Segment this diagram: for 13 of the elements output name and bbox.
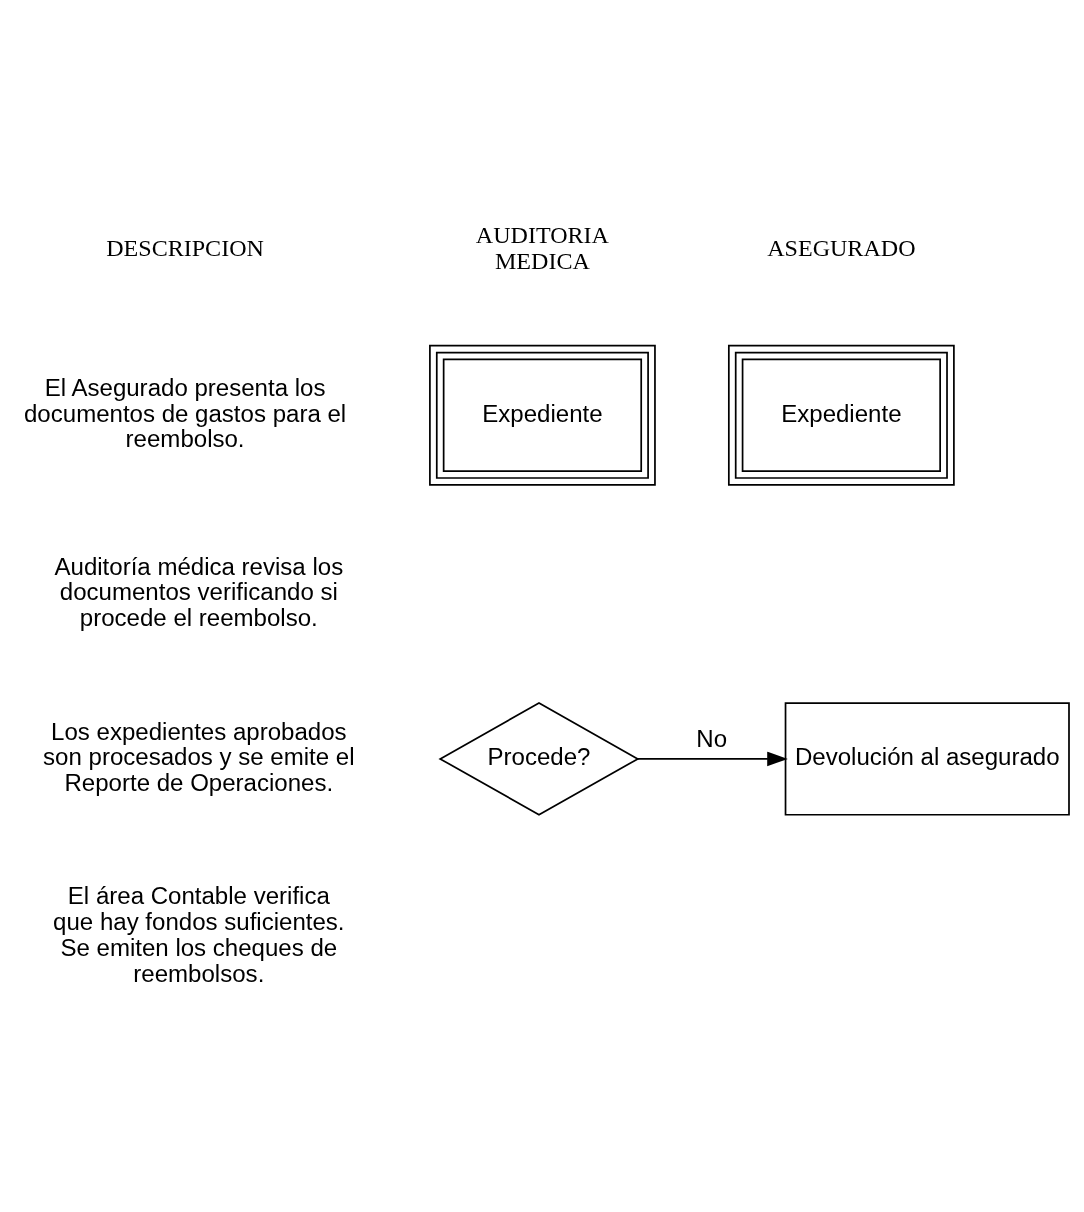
label: El Asegurado presenta los documentos de gastos para el reembolso.	[24, 373, 347, 453]
label: AUDITORIA MEDICA	[475, 221, 609, 274]
label: Auditoría médica revisa los documentos verificando si procede el reembolso.	[54, 552, 344, 632]
label: El área Contable verifica que hay fondos suficientes. Se emiten los cheques de reembolsos.	[53, 882, 345, 987]
label: ASEGURADO	[767, 234, 916, 261]
label: Los expedientes aprobados son procesados y se emite el Reporte de Operaciones.	[43, 717, 355, 797]
arrow	[637, 751, 788, 767]
edge-label: No	[696, 725, 728, 753]
label: DESCRIPCION	[106, 234, 264, 261]
node-box: Expediente	[429, 344, 656, 486]
node-diamond: Procede?	[438, 702, 640, 816]
node-box: Expediente	[727, 344, 955, 486]
node-box: Devolución al asegurado	[784, 702, 1070, 816]
